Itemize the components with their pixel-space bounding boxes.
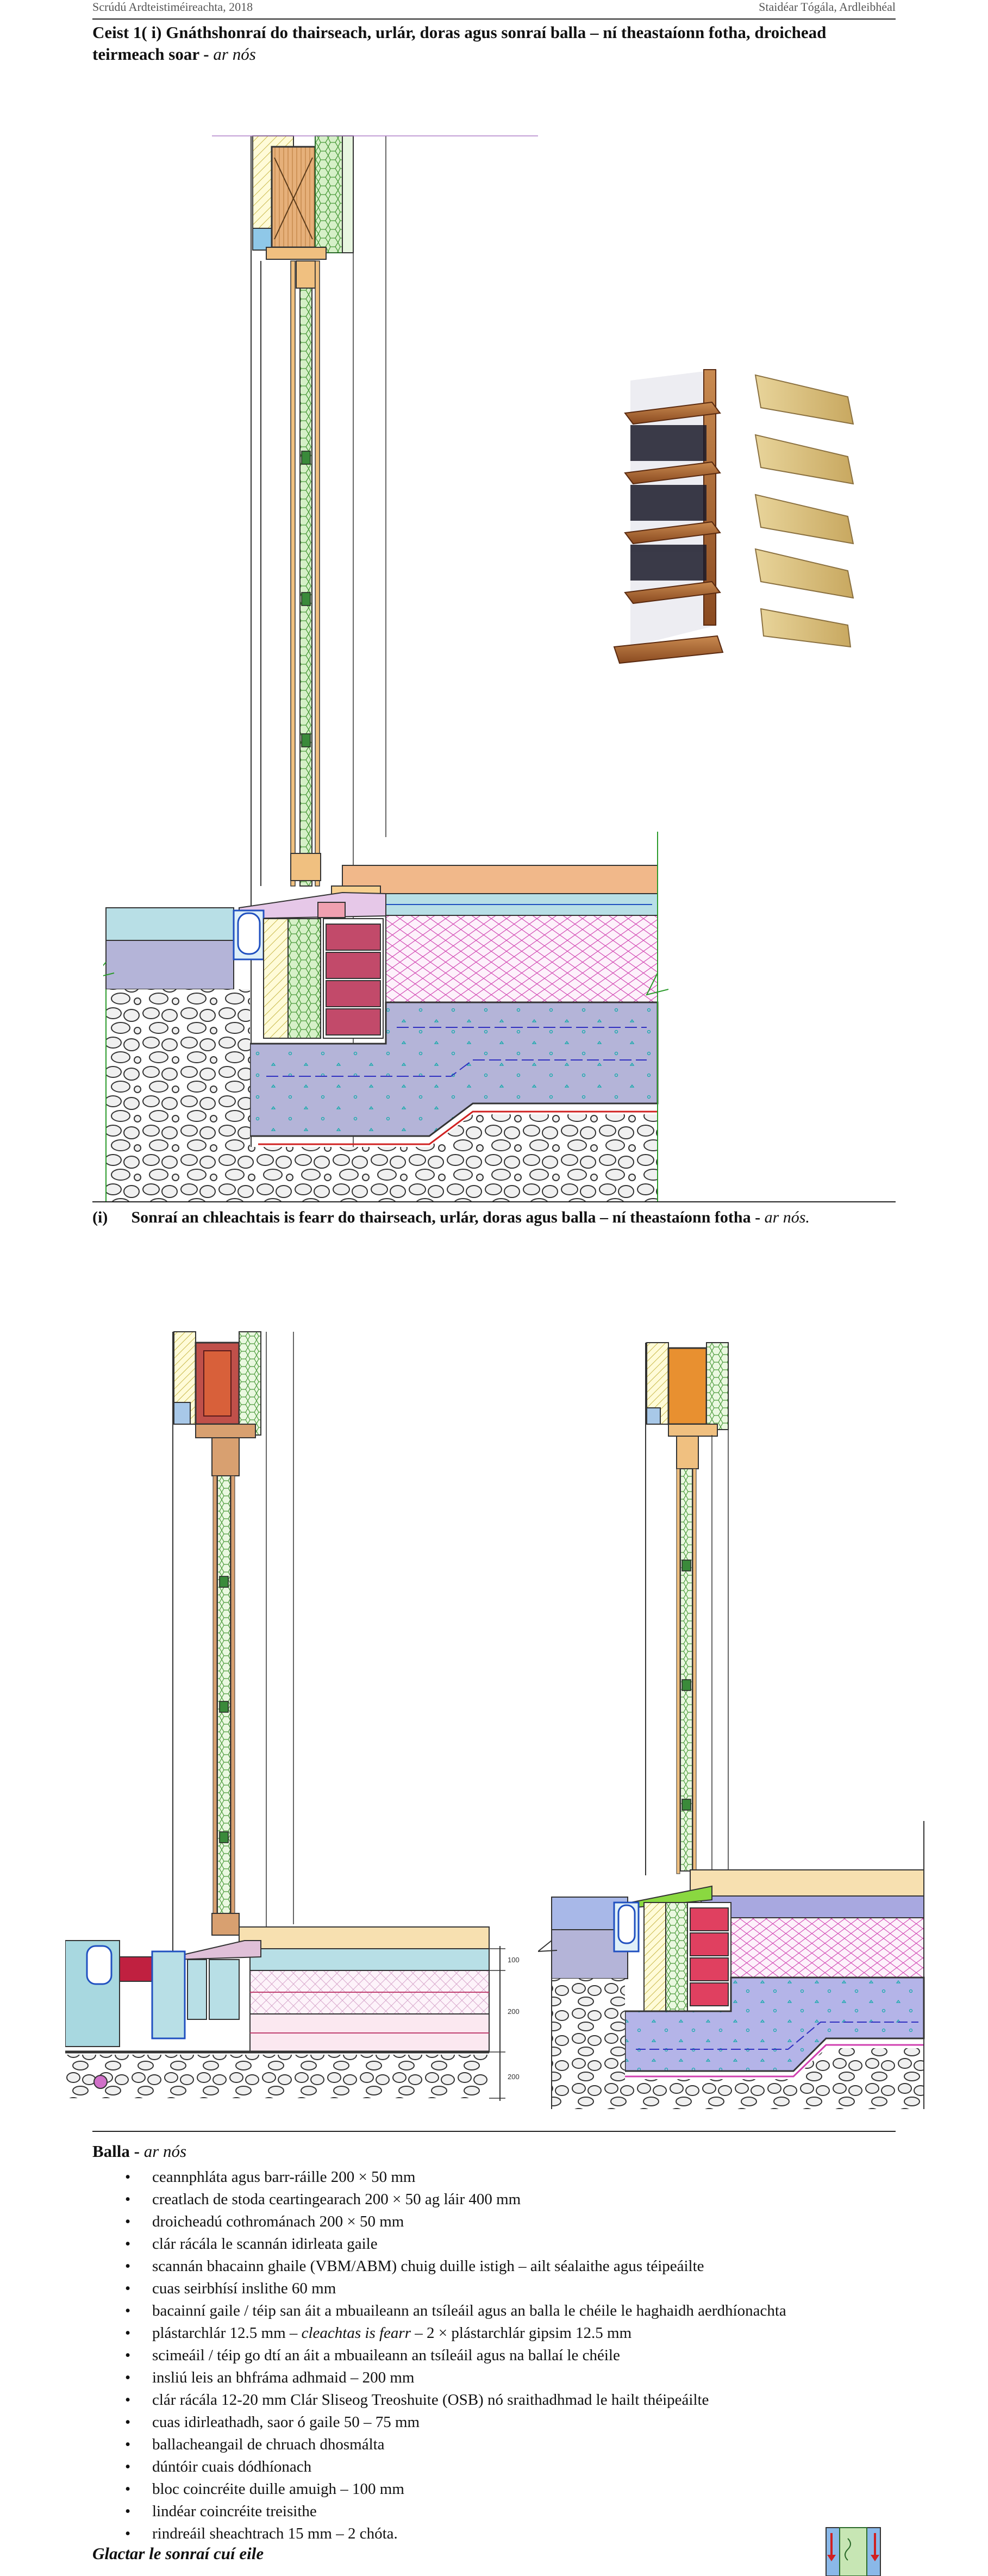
balla-heading-text: Balla - — [92, 2142, 140, 2161]
list-item: bloc coincréite duille amuigh – 100 mm — [125, 2478, 786, 2500]
wall-thumbnail-sketch — [826, 2527, 881, 2576]
subsection-number: (i) — [92, 1208, 108, 1226]
balla-heading: Balla - ar nós — [92, 2142, 186, 2161]
list-item: scimeáil / téip go dtí an áit a mbuailea… — [125, 2344, 786, 2367]
exam-header-left: Scrúdú Ardteistiméireachta, 2018 — [92, 0, 253, 14]
list-item: droicheadú cothrománach 200 × 50 mm — [125, 2211, 786, 2233]
list-item: ballacheangail de chruach dhosmálta — [125, 2434, 786, 2456]
exam-header-right: Staidéar Tógála, Ardleibhéal — [759, 0, 896, 14]
balla-heading-suffix: ar nós — [143, 2142, 187, 2161]
list-item: clár rácála 12-20 mm Clár Sliseog Treosh… — [125, 2389, 786, 2411]
list-item: lindéar coincréite treisithe — [125, 2500, 786, 2523]
list-item: cuas seirbhísí inslithe 60 mm — [125, 2278, 786, 2300]
best-practice-threshold-drawing-a: 100 200 200 — [65, 1331, 520, 2101]
list-rule — [92, 2131, 896, 2132]
dimension-label: 100 — [508, 1956, 520, 1964]
header-rule — [92, 18, 896, 20]
list-item: cuas idirleathadh, saor ó gaile 50 – 75 … — [125, 2411, 786, 2434]
best-practice-threshold-drawing-b — [538, 1342, 925, 2109]
subsection-title-text: Sonraí an chleachtais is fearr do thairs… — [131, 1208, 761, 1226]
list-item: creatlach de stoda ceartingearach 200 × … — [125, 2188, 786, 2211]
timber-slats-sketch — [613, 369, 854, 664]
wall-spec-list: ceannphláta agus barr-ráille 200 × 50 mm… — [125, 2166, 786, 2545]
list-item: clár rácála le scannán idirleata gaile — [125, 2233, 786, 2255]
dimension-label: 200 — [508, 2007, 520, 2016]
section-rule — [92, 1201, 896, 1202]
list-item: ceannphláta agus barr-ráille 200 × 50 mm — [125, 2166, 786, 2188]
question-title: Ceist 1( i) Gnáthshonraí do thairseach, … — [92, 22, 896, 65]
dimension-label: 200 — [508, 2073, 520, 2081]
best-practice-heading: (i) Sonraí an chleachtais is fearr do th… — [92, 1208, 940, 1227]
list-item: plástarchlár 12.5 mm – cleachtas is fear… — [125, 2322, 786, 2344]
typical-threshold-section-drawing — [103, 135, 668, 1201]
list-item: rindreáil sheachtrach 15 mm – 2 chóta. — [125, 2523, 786, 2545]
list-item: insliú leis an bhfráma adhmaid – 200 mm — [125, 2367, 786, 2389]
closing-note: Glactar le sonraí cuí eile — [92, 2544, 264, 2563]
subsection-title-suffix: ar nós. — [764, 1208, 810, 1226]
question-title-suffix: ar nós — [213, 45, 256, 64]
list-item: scannán bhacainn ghaile (VBM/ABM) chuig … — [125, 2255, 786, 2278]
question-title-text: Ceist 1( i) Gnáthshonraí do thairseach, … — [92, 23, 827, 64]
list-item: dúntóir cuais dódhíonach — [125, 2456, 786, 2478]
list-item: bacainní gaile / téip san áit a mbuailea… — [125, 2300, 786, 2322]
